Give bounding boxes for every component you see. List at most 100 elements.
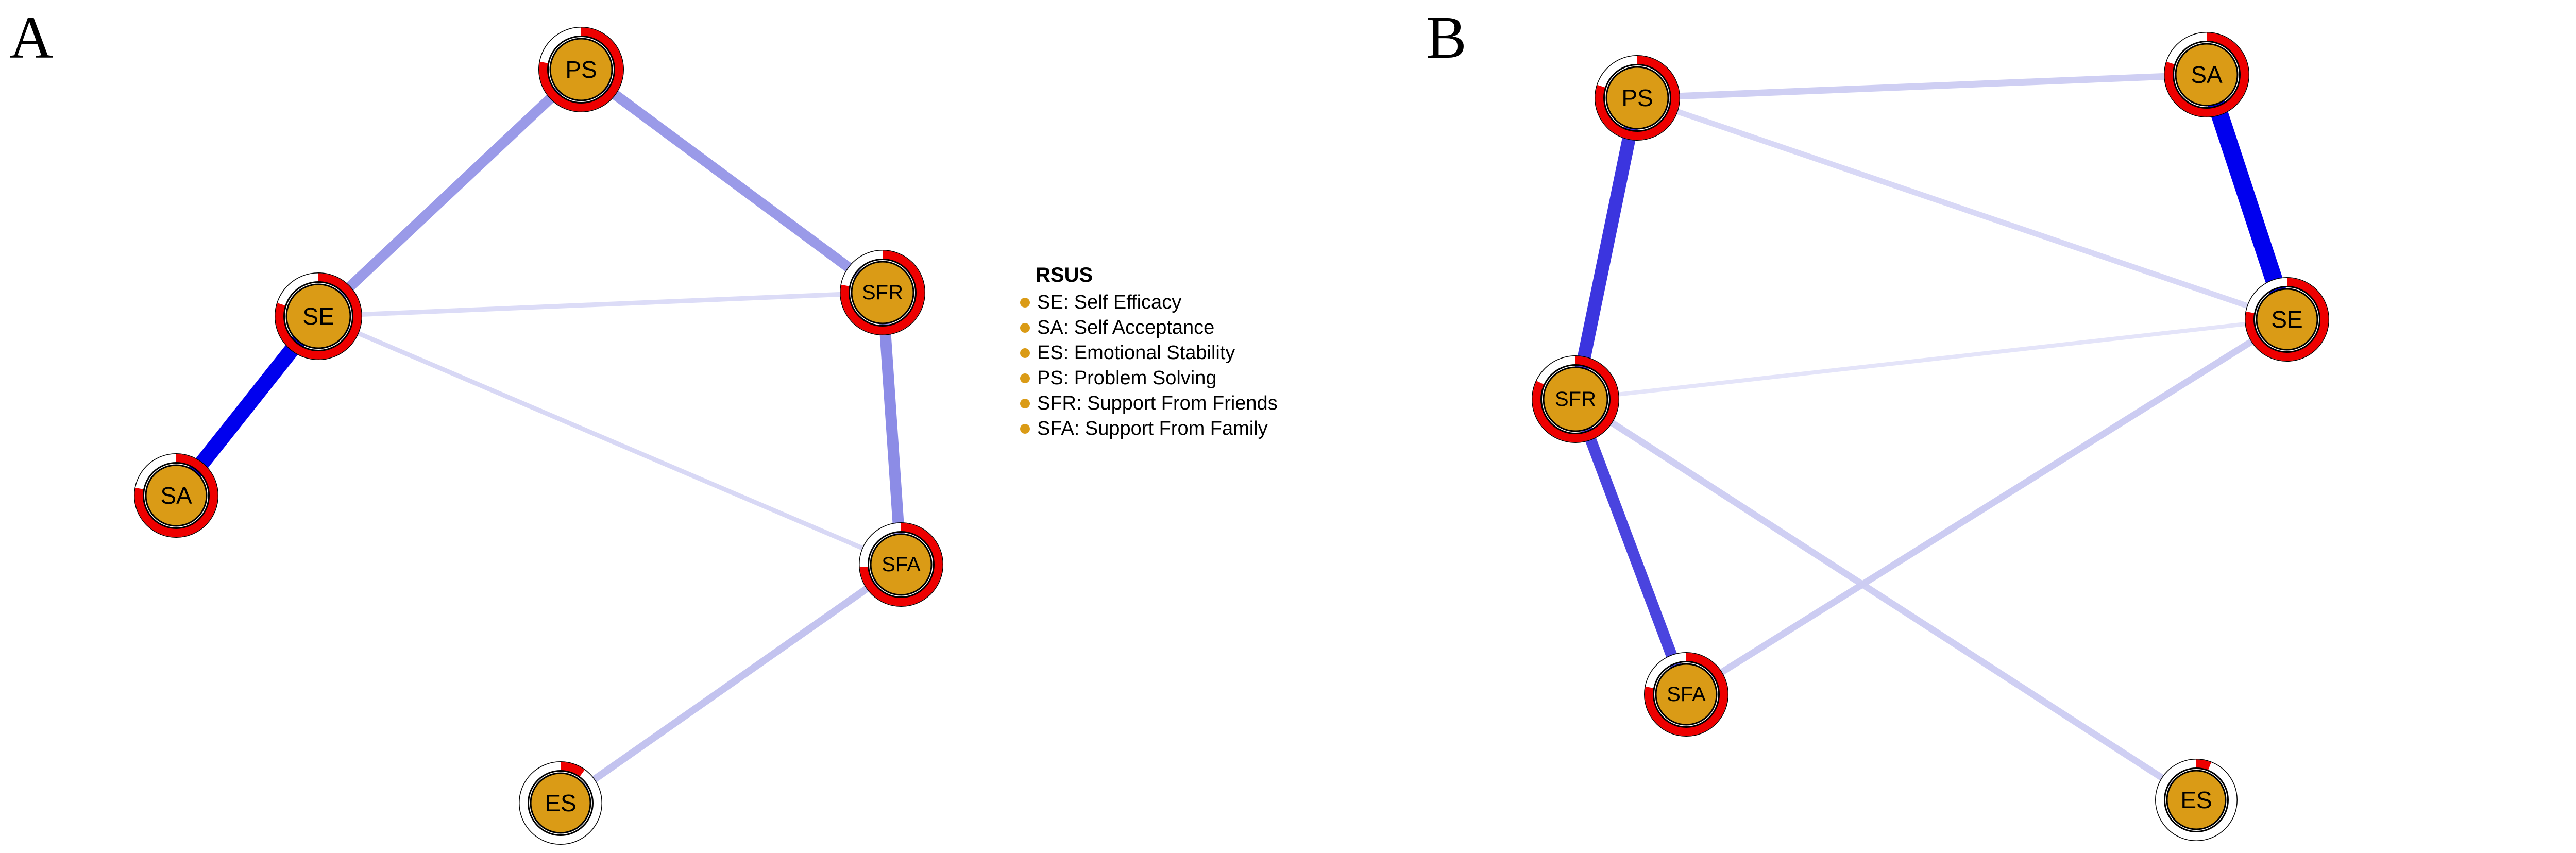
node-circle[interactable] bbox=[2256, 288, 2318, 351]
legend-item-label: PS: Problem Solving bbox=[1037, 367, 1217, 389]
edge-se-sfr bbox=[318, 290, 883, 319]
node-circle[interactable] bbox=[870, 533, 933, 596]
network-graph-b: PS SA SFR SE SFA ES bbox=[1532, 32, 2329, 841]
legend-item-label: SFR: Support From Friends bbox=[1037, 393, 1278, 414]
node-ring-arc bbox=[275, 273, 362, 360]
panel-a-letter: A bbox=[9, 4, 54, 71]
node-ps[interactable]: PS bbox=[538, 27, 624, 112]
node-es[interactable]: ES bbox=[519, 761, 602, 845]
nodes-group: PS SE SA SFR SFA ES bbox=[134, 27, 943, 845]
node-sfa[interactable]: SFA bbox=[859, 522, 943, 607]
node-circle[interactable] bbox=[1543, 366, 1608, 432]
node-sfr[interactable]: SFR bbox=[840, 250, 925, 335]
node-circle[interactable] bbox=[530, 772, 591, 834]
node-ring-arc bbox=[560, 762, 585, 777]
legend-bullet-icon bbox=[1020, 298, 1030, 308]
legend-item-label: SA: Self Acceptance bbox=[1037, 317, 1215, 338]
node-label: SFA bbox=[882, 553, 921, 576]
node-circle[interactable] bbox=[1655, 663, 1718, 726]
legend-item-label: ES: Emotional Stability bbox=[1037, 342, 1235, 364]
node-circle[interactable] bbox=[1605, 66, 1669, 130]
node-ring-inner-outline bbox=[849, 259, 917, 327]
node-circle[interactable] bbox=[2175, 43, 2239, 107]
node-sfa[interactable]: SFA bbox=[1644, 652, 1728, 737]
node-label: SFR bbox=[1555, 388, 1596, 411]
node-ring-arc bbox=[1595, 56, 1680, 140]
node-label: SA bbox=[2191, 61, 2223, 88]
edges-group bbox=[170, 65, 907, 806]
legend-item-ps: PS: Problem Solving bbox=[1020, 366, 1278, 391]
node-ring-inner-outline bbox=[143, 462, 210, 529]
edge-se-sfa bbox=[317, 314, 902, 567]
node-label: SFA bbox=[1667, 683, 1706, 706]
edge-sfr-se bbox=[1575, 317, 2287, 401]
node-ring-arc bbox=[1532, 356, 1619, 442]
node-ring-inner-outline bbox=[1603, 64, 1671, 132]
node-ring-arc bbox=[2196, 759, 2211, 771]
legend-item-se: SE: Self Efficacy bbox=[1020, 290, 1278, 315]
edge-ps-sa bbox=[1637, 71, 2207, 101]
legend-item-sfr: SFR: Support From Friends bbox=[1020, 391, 1278, 416]
legend-item-label: SFA: Support From Family bbox=[1037, 418, 1268, 439]
legend-bullet-icon bbox=[1020, 323, 1030, 333]
legend-item-label: SE: Self Efficacy bbox=[1037, 292, 1182, 313]
node-circle[interactable] bbox=[145, 464, 208, 527]
edge-ps-se bbox=[1636, 95, 2288, 322]
legend-title: RSUS bbox=[1036, 264, 1093, 286]
node-label: SFR bbox=[862, 281, 903, 304]
node-circle[interactable] bbox=[2166, 770, 2227, 830]
node-circle[interactable] bbox=[549, 38, 613, 101]
node-ring-arc bbox=[134, 454, 218, 537]
edge-ps-se bbox=[315, 65, 585, 320]
node-label: PS bbox=[1621, 84, 1653, 111]
edge-sfr-sfa bbox=[1570, 397, 1692, 696]
node-sa[interactable]: SA bbox=[134, 453, 218, 538]
node-ring-inner-outline bbox=[1540, 364, 1611, 434]
edge-sfr-es bbox=[1573, 396, 2198, 803]
node-label: SE bbox=[302, 303, 334, 330]
edges-group bbox=[1569, 71, 2296, 803]
node-ring-inner-outline bbox=[868, 531, 935, 598]
legend-bullet-icon bbox=[1020, 399, 1030, 408]
node-label: PS bbox=[565, 56, 597, 83]
node-label: SE bbox=[2271, 306, 2302, 333]
node-sa[interactable]: SA bbox=[2164, 32, 2249, 117]
legend-item-es: ES: Emotional Stability bbox=[1020, 340, 1278, 366]
panel-b-letter: B bbox=[1426, 4, 1467, 71]
node-label: ES bbox=[545, 790, 576, 816]
edge-sfa-se bbox=[1684, 316, 2289, 697]
node-se[interactable]: SE bbox=[275, 272, 362, 360]
node-ring-inner-outline bbox=[547, 36, 615, 104]
node-ring-arc bbox=[840, 250, 925, 335]
nodes-group: PS SA SFR SE SFA ES bbox=[1532, 32, 2329, 841]
node-label: ES bbox=[2180, 787, 2212, 813]
node-es[interactable]: ES bbox=[2155, 759, 2238, 841]
node-sfr[interactable]: SFR bbox=[1532, 355, 1619, 443]
legend-item-sfa: SFA: Support From Family bbox=[1020, 416, 1278, 441]
node-ring-inner-outline bbox=[283, 281, 353, 351]
node-ring-inner-outline bbox=[1653, 661, 1720, 728]
edge-sa-se bbox=[2198, 72, 2296, 322]
edge-sfr-sfa bbox=[877, 292, 907, 565]
node-ring-inner-outline bbox=[2164, 767, 2229, 832]
node-ring-arc bbox=[2245, 278, 2329, 361]
legend-bullet-icon bbox=[1020, 348, 1030, 358]
node-ps[interactable]: PS bbox=[1595, 55, 1680, 141]
node-ring-arc bbox=[539, 27, 623, 112]
node-label: SA bbox=[160, 482, 192, 509]
legend-bullet-icon bbox=[1020, 373, 1030, 383]
legend-bullet-icon bbox=[1020, 424, 1030, 434]
node-ring-arc bbox=[859, 523, 943, 606]
edge-ps-sfr bbox=[578, 65, 886, 297]
legend-item-sa: SA: Self Acceptance bbox=[1020, 315, 1278, 340]
node-se[interactable]: SE bbox=[2245, 277, 2329, 362]
node-circle[interactable] bbox=[851, 261, 914, 325]
node-ring-inner-outline bbox=[528, 770, 594, 836]
node-circle[interactable] bbox=[285, 283, 351, 349]
network-graph-a: PS SE SA SFR SFA ES bbox=[134, 27, 943, 845]
edge-sfa-es bbox=[558, 561, 904, 806]
